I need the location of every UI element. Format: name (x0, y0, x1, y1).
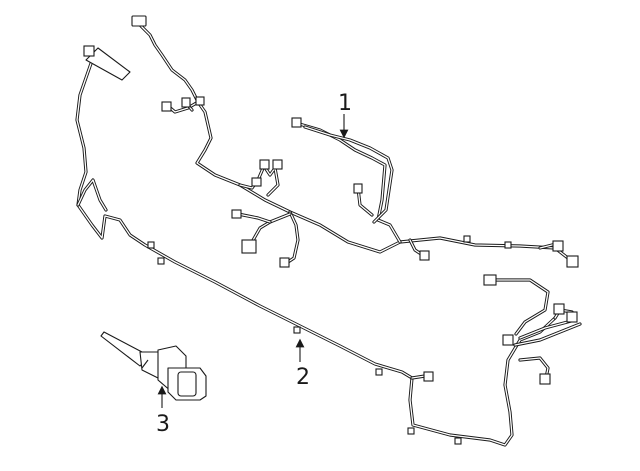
parking-sensor-3[interactable] (100, 331, 207, 401)
callout-2-label: 2 (296, 365, 310, 390)
callout-1: 1 (338, 91, 352, 139)
callout-2: 2 (295, 338, 310, 390)
wiring-harness-2[interactable] (75, 45, 582, 447)
callout-3: 3 (156, 385, 170, 437)
callout-1-label: 1 (338, 91, 352, 116)
callout-3-label: 3 (156, 412, 170, 437)
wiring-harness-1[interactable] (131, 15, 579, 268)
